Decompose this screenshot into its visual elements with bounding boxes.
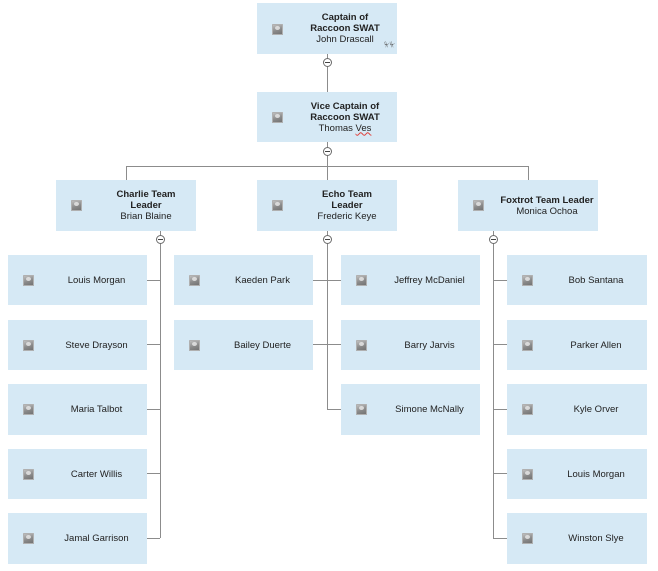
member-name: Parker Allen [570, 339, 622, 351]
avatar-photo-icon [522, 533, 533, 544]
avatar-photo-icon [522, 275, 533, 286]
avatar-photo-icon [23, 340, 34, 351]
member-name: Steve Drayson [65, 339, 128, 351]
avatar-photo-icon [356, 275, 367, 286]
expand-icon[interactable]: ⏧⏧ [384, 41, 396, 49]
node-title: Charlie Team Leader [116, 189, 176, 211]
node-title: Captain of Raccoon SWAT [310, 12, 380, 34]
collapse-minus-icon[interactable] [323, 235, 332, 244]
node-echo-leader[interactable]: Echo Team Leader Frederic Keye [257, 180, 397, 231]
avatar-photo-icon [23, 275, 34, 286]
node-person-name: Frederic Keye [317, 211, 377, 222]
avatar-photo-icon [272, 24, 283, 35]
avatar-photo-icon [23, 533, 34, 544]
collapse-minus-icon[interactable] [323, 58, 332, 67]
collapse-minus-icon[interactable] [323, 147, 332, 156]
node-person-name: Monica Ochoa [516, 205, 578, 217]
avatar-photo-icon [71, 200, 82, 211]
node-captain[interactable]: Captain of Raccoon SWAT John Drascall ⏧⏧ [257, 3, 397, 54]
avatar-photo-icon [522, 469, 533, 480]
avatar-photo-icon [356, 340, 367, 351]
member-node[interactable]: Jamal Garrison [8, 513, 147, 564]
member-name: Winston Slye [568, 533, 624, 544]
avatar-photo-icon [272, 200, 283, 211]
member-name: Maria Talbot [70, 404, 123, 415]
node-person-name: Brian Blaine [120, 211, 172, 222]
member-name: Simone McNally [395, 404, 464, 415]
member-node[interactable]: Kyle Orver [507, 384, 647, 435]
member-name: Bailey Duerte [233, 339, 292, 351]
avatar-photo-icon [522, 340, 533, 351]
collapse-minus-icon[interactable] [156, 235, 165, 244]
member-node[interactable]: Winston Slye [507, 513, 647, 564]
member-node[interactable]: Bob Santana [507, 255, 647, 305]
avatar-photo-icon [473, 200, 484, 211]
member-node[interactable]: Maria Talbot [8, 384, 147, 435]
member-node[interactable]: Louis Morgan [8, 255, 147, 305]
collapse-minus-icon[interactable] [489, 235, 498, 244]
avatar-photo-icon [189, 340, 200, 351]
avatar-photo-icon [23, 404, 34, 415]
member-name: Kyle Orver [573, 404, 619, 415]
avatar-photo-icon [23, 469, 34, 480]
avatar-photo-icon [272, 112, 283, 123]
avatar-photo-icon [189, 275, 200, 286]
member-name: Kaeden Park [235, 274, 290, 286]
node-person-name: Thomas Ves [318, 122, 372, 134]
member-name: Carter Willis [70, 468, 123, 480]
member-name: Bob Santana [568, 274, 624, 286]
node-title: Vice Captain of Raccoon SWAT [310, 100, 380, 123]
member-node[interactable]: Parker Allen [507, 320, 647, 370]
member-node[interactable]: Barry Jarvis [341, 320, 480, 370]
member-name: Jamal Garrison [64, 533, 129, 544]
member-name: Barry Jarvis [404, 339, 455, 351]
avatar-photo-icon [356, 404, 367, 415]
avatar-photo-icon [522, 404, 533, 415]
member-node[interactable]: Carter Willis [8, 449, 147, 499]
node-title: Foxtrot Team Leader [500, 194, 594, 206]
member-name: Louis Morgan [567, 468, 625, 480]
member-node[interactable]: Kaeden Park [174, 255, 313, 305]
member-node[interactable]: Louis Morgan [507, 449, 647, 499]
member-node[interactable]: Jeffrey McDaniel [341, 255, 480, 305]
node-foxtrot-leader[interactable]: Foxtrot Team Leader Monica Ochoa [458, 180, 598, 231]
node-charlie-leader[interactable]: Charlie Team Leader Brian Blaine [56, 180, 196, 231]
member-name: Jeffrey McDaniel [394, 274, 465, 286]
member-node[interactable]: Simone McNally [341, 384, 480, 435]
node-title: Echo Team Leader [322, 189, 372, 211]
member-node[interactable]: Steve Drayson [8, 320, 147, 370]
member-name: Louis Morgan [67, 274, 126, 286]
node-vice-captain[interactable]: Vice Captain of Raccoon SWAT Thomas Ves [257, 92, 397, 142]
node-person-name: John Drascall [316, 34, 374, 45]
member-node[interactable]: Bailey Duerte [174, 320, 313, 370]
